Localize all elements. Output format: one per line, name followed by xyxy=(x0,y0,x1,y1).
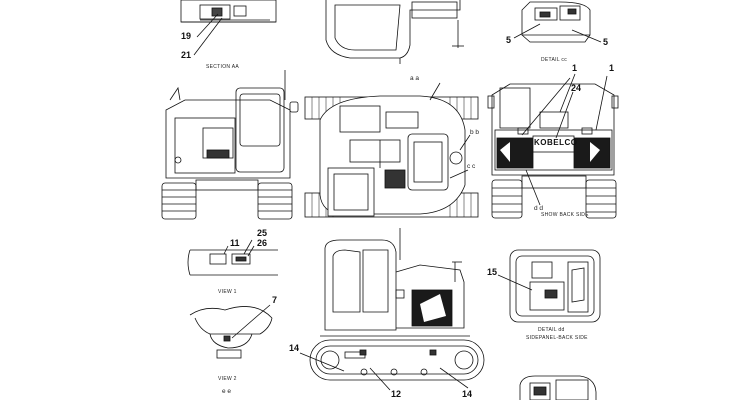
top-cab-drawing xyxy=(325,0,464,64)
callout-1a: 1 xyxy=(572,63,578,73)
marker-bb: b b xyxy=(470,129,480,136)
callout-26: 26 xyxy=(257,238,268,248)
callout-1b: 1 xyxy=(609,63,615,73)
callout-24: 24 xyxy=(571,83,582,93)
view-1-drawing xyxy=(187,239,278,276)
detail-dd-drawing xyxy=(497,249,601,323)
rear-view-right-drawing xyxy=(487,73,619,219)
caption-section-aa: SECTION AA xyxy=(206,64,240,70)
side-view-drawing xyxy=(299,239,485,391)
callout-14a: 14 xyxy=(289,343,300,353)
kobelco-logo-text: KOBELCO xyxy=(534,138,578,147)
caption-view-1: VIEW 1 xyxy=(218,289,237,295)
callout-25: 25 xyxy=(257,228,268,238)
bottom-right-partial-drawing xyxy=(519,375,597,400)
caption-detail-cc: DETAIL cc xyxy=(541,57,568,63)
callout-19: 19 xyxy=(181,31,192,41)
caption-view-2: VIEW 2 xyxy=(218,376,237,382)
marker-cc: c c xyxy=(467,163,476,170)
rear-view-left-drawing xyxy=(161,70,299,220)
callout-5a: 5 xyxy=(506,35,512,45)
caption-show-back-side: SHOW BACK SIDE xyxy=(541,212,589,218)
callout-11: 11 xyxy=(230,238,240,248)
callout-7: 7 xyxy=(272,295,278,305)
callout-14b: 14 xyxy=(462,389,473,399)
callout-15: 15 xyxy=(487,267,498,277)
marker-ee: e e xyxy=(222,388,232,395)
caption-detail-dd: DETAIL dd xyxy=(538,327,565,333)
callout-5b: 5 xyxy=(603,37,609,47)
callout-12: 12 xyxy=(391,389,402,399)
caption-sidepanel-back-side: SIDEPANEL-BACK SIDE xyxy=(526,335,588,341)
top-view-drawing xyxy=(304,82,479,260)
section-aa-drawing xyxy=(180,0,277,56)
marker-aa: a a xyxy=(410,75,420,82)
callout-21: 21 xyxy=(181,50,192,60)
view-2-drawing xyxy=(189,304,273,359)
marker-dd: d d xyxy=(534,205,544,212)
detail-cc-drawing xyxy=(513,1,602,43)
